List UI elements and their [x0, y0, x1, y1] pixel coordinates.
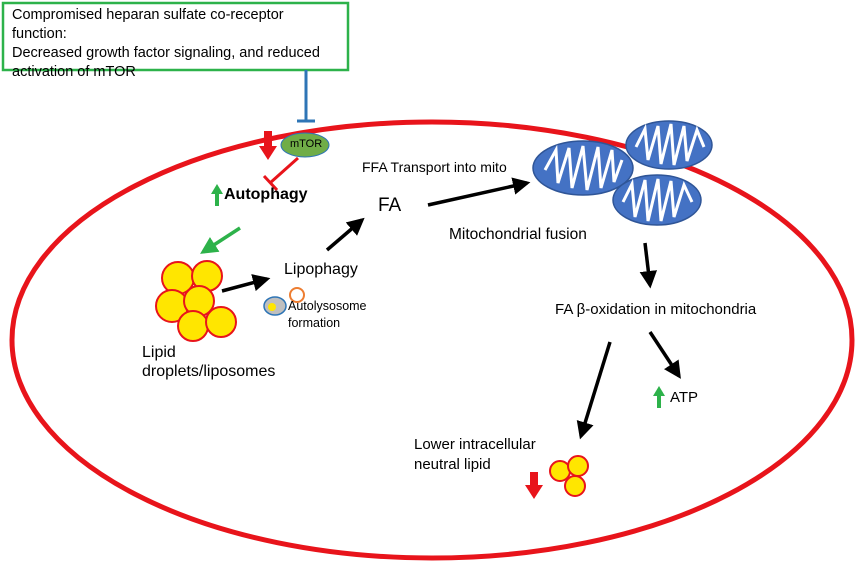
cell-membrane	[9, 119, 855, 561]
context-line-3: activation of mTOR	[12, 64, 136, 80]
mitochondrion-2	[625, 120, 713, 170]
beta-oxidation-label: FA β-oxidation in mitochondria	[555, 301, 757, 318]
lipid-label-2: droplets/liposomes	[142, 363, 276, 380]
context-line-1: Compromised heparan sulfate co-receptor …	[12, 7, 284, 42]
lipid-droplets	[155, 260, 237, 342]
mitochondrion-3	[612, 174, 702, 226]
autolysosome-label-1: Autolysosome	[288, 299, 367, 313]
context-line-2: Decreased growth factor signaling, and r…	[12, 45, 320, 61]
mitochondrion-1	[532, 140, 634, 196]
mtor-label: mTOR	[290, 138, 323, 150]
lipophagy-to-fa-arrow	[325, 217, 365, 252]
mito-fusion-label: Mitochondrial fusion	[449, 226, 587, 243]
fa-label: FA	[378, 195, 402, 216]
atp-up-arrow	[653, 386, 665, 408]
atp-label: ATP	[670, 389, 699, 406]
blue-inhibit-arrow	[297, 70, 315, 123]
lower-lipid-label-1: Lower intracellular	[414, 436, 536, 453]
autophagy-label: Autophagy	[224, 186, 308, 203]
lipid-label-1: Lipid	[142, 344, 176, 361]
lipophagy-label: Lipophagy	[284, 261, 358, 278]
mtor-context-box	[1, 1, 350, 72]
mtor-down-arrow	[259, 131, 277, 160]
context-text: Compromised heparan sulfate co-receptor …	[12, 6, 342, 82]
lipid-down-arrow	[525, 472, 543, 499]
autophagy-up-arrow	[211, 184, 223, 206]
ffa-transport-label: FFA Transport into mito	[362, 159, 507, 175]
lipid-to-lipophagy-arrow	[221, 274, 271, 293]
autophagy-to-lipid-arrow	[200, 226, 241, 254]
oxidation-to-lipid-arrow	[576, 341, 612, 440]
fa-to-mito-arrow	[427, 177, 531, 207]
lower-lipid-label-2: neutral lipid	[414, 456, 491, 473]
lower-lipid-droplets	[549, 455, 589, 497]
mito-to-oxidation-arrow	[639, 242, 658, 289]
autolysosome-icon	[263, 287, 305, 316]
autolysosome-label-2: formation	[288, 316, 341, 330]
mtor-node	[280, 132, 330, 158]
oxidation-to-atp-arrow	[648, 331, 681, 379]
red-inhibit-arrow	[262, 156, 299, 192]
